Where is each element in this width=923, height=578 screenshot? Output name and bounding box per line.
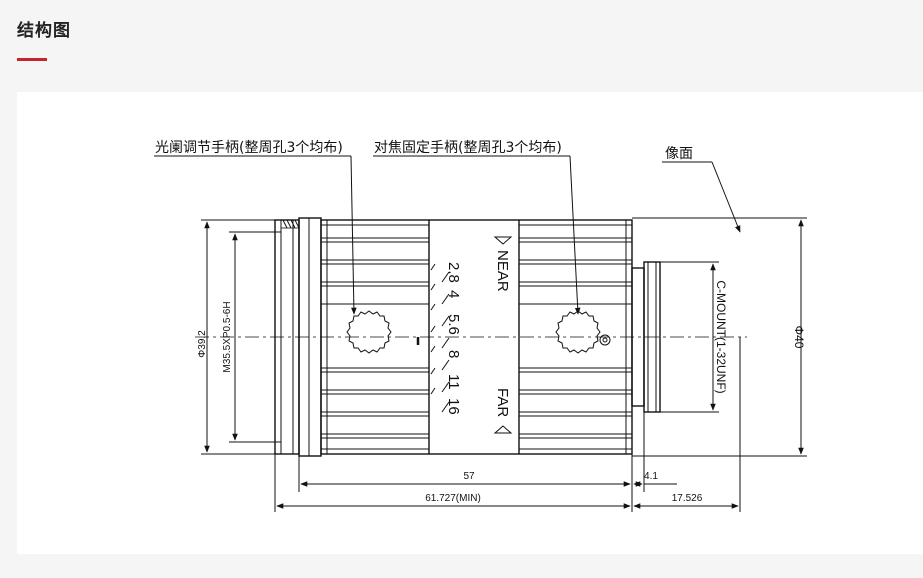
aperture-value: 4 [445, 290, 462, 298]
aperture-ring [321, 220, 430, 454]
lens-structure-drawing: 光阑调节手柄(整周孔3个均布) 对焦固定手柄(整周孔3个均布) 像面 NEAR … [154, 140, 807, 512]
dim-body-diameter [632, 217, 807, 457]
aperture-value: 2.8 [445, 262, 462, 283]
total-length-label: 61.727(MIN) [425, 493, 481, 504]
aperture-handle-callout: 光阑调节手柄(整周孔3个均布) [155, 140, 343, 156]
near-arrow-icon [493, 236, 513, 245]
aperture-handle-leader [154, 155, 357, 315]
dim-front-diameter [201, 219, 275, 455]
section-title: 结构图 [17, 21, 71, 41]
front-thread-label: M35.5XP0.5-6H [222, 301, 233, 372]
mount-thread-label: C-MOUNT(1-32UNF) [714, 280, 728, 393]
image-plane-leader [662, 161, 741, 233]
focus-handle-knob [555, 310, 611, 354]
aperture-handle-knob [346, 310, 392, 354]
aperture-scale: 2.8 4 5.6 8 11 16 [445, 262, 462, 415]
far-arrow-icon [493, 425, 513, 434]
dim-mount-thread [660, 261, 719, 413]
far-label: FAR [494, 388, 511, 417]
focus-handle-leader [373, 155, 581, 315]
focus-handle-callout: 对焦固定手柄(整周孔3个均布) [374, 140, 562, 156]
length-4-1-label: 4.1 [644, 471, 658, 482]
length-57-label: 57 [463, 471, 475, 482]
diagram-card: 光阑调节手柄(整周孔3个均布) 对焦固定手柄(整周孔3个均布) 像面 NEAR … [17, 92, 923, 554]
aperture-scale-ticks [430, 263, 450, 413]
front-diameter-label: Φ39.2 [197, 330, 208, 358]
title-underline [17, 58, 47, 61]
aperture-value: 16 [445, 398, 462, 415]
dim-front-thread [229, 231, 281, 443]
flange-back-label: 17.526 [672, 493, 703, 504]
image-plane-callout: 像面 [665, 146, 693, 162]
aperture-value: 5.6 [445, 314, 462, 335]
body-diameter-label: Φ40 [792, 326, 806, 349]
near-label: NEAR [494, 250, 511, 292]
aperture-value: 8 [445, 350, 462, 358]
section-header: 结构图 [0, 0, 923, 92]
aperture-value: 11 [445, 374, 462, 390]
